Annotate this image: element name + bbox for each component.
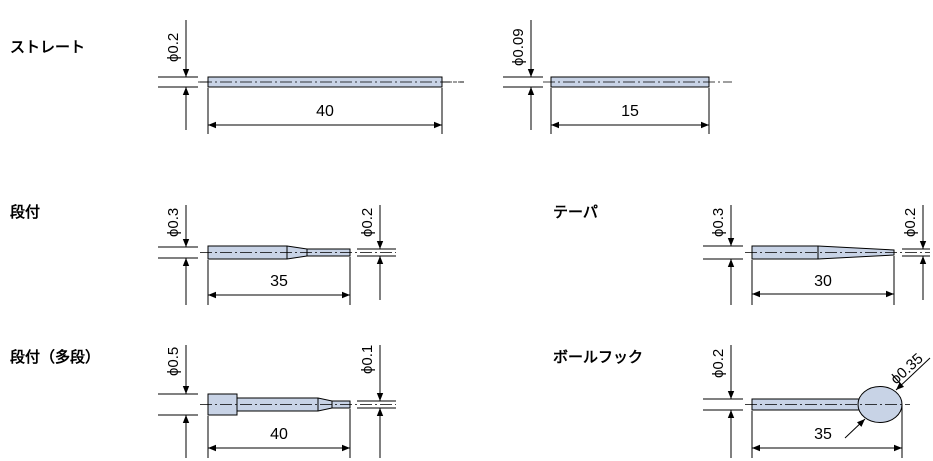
straight-pin-short: ϕ0.09 15: [503, 20, 732, 134]
label-stepped: 段付: [10, 203, 40, 221]
label-multistep: 段付（多段）: [10, 348, 100, 366]
dim-straight-b-diameter: ϕ0.09: [510, 28, 527, 66]
label-taper: テーパ: [553, 203, 598, 221]
dim-ballhook-diameter-2: ϕ0.35: [887, 350, 926, 388]
pin-body: [207, 245, 351, 260]
dim-taper-diameter-2: ϕ0.2: [902, 208, 919, 237]
dim-stepped-diameter-1: ϕ0.3: [165, 208, 182, 237]
dim-stepped-diameter-2: ϕ0.2: [359, 208, 376, 237]
stepped-pin: 段付 ϕ0.3 ϕ0.2 35: [10, 203, 396, 305]
pin-body: [236, 397, 351, 412]
label-straight: ストレート: [10, 38, 85, 56]
dim-multistep-length: 40: [270, 426, 288, 443]
label-ballhook: ボールフック: [553, 348, 643, 366]
dim-straight-b-length: 15: [621, 103, 639, 120]
dim-taper-length: 30: [814, 273, 832, 290]
dim-taper-diameter-1: ϕ0.3: [710, 208, 727, 237]
ballhook-pin: ボールフック ϕ0.2 ϕ0.35 35: [553, 345, 931, 458]
dim-multistep-diameter-1: ϕ0.5: [165, 347, 182, 376]
dim-ballhook-length: 35: [814, 426, 832, 443]
dim-multistep-diameter-2: ϕ0.1: [359, 345, 376, 374]
taper-pin: テーパ ϕ0.3 ϕ0.2 30: [553, 203, 930, 305]
dim-straight-a-diameter: ϕ0.2: [165, 33, 182, 62]
multistep-pin: 段付（多段） ϕ0.5 ϕ0.1 40: [10, 345, 396, 458]
dim-ballhook-diameter-1: ϕ0.2: [710, 349, 727, 378]
dim-straight-a-length: 40: [316, 103, 334, 120]
straight-pin-long: ストレート ϕ0.2 40: [10, 20, 464, 134]
dim-stepped-length: 35: [270, 273, 288, 290]
